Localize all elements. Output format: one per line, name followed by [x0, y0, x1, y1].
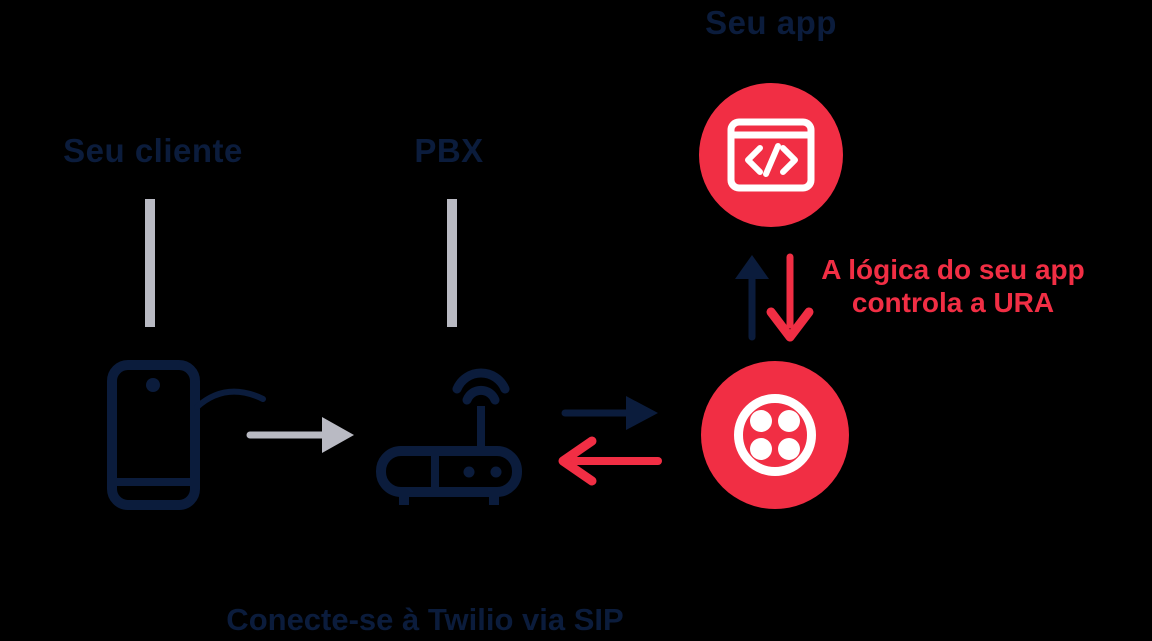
app-label: Seu app — [705, 4, 837, 41]
client-connector-line — [145, 199, 155, 327]
wifi-inner-arc — [462, 385, 500, 405]
arrow-twilio-to-app — [735, 255, 769, 341]
wifi-outer-arc — [452, 368, 510, 394]
arrow-pbx-to-twilio — [561, 396, 658, 430]
pbx-connector-line — [447, 199, 457, 327]
ura-annotation-line2: controla a URA — [851, 287, 1055, 318]
twilio-logo — [701, 361, 849, 509]
sound-wave-arc — [194, 388, 266, 410]
twilio-ring — [734, 394, 816, 476]
code-slash — [763, 143, 781, 177]
router-led-1 — [463, 466, 475, 478]
diagram-caption: Conecte-se à Twilio via SIP — [226, 602, 624, 637]
router-body — [376, 446, 522, 497]
code-chevron-left — [745, 145, 763, 175]
phone-camera-dot — [146, 378, 160, 392]
twilio-dot-tl — [750, 410, 772, 432]
ura-annotation: A lógica do seu app controla a URA — [821, 253, 1084, 319]
code-browser-icon — [699, 83, 843, 227]
arrow-app-to-twilio — [766, 253, 814, 342]
code-chevron-right — [780, 145, 798, 175]
twilio-dot-tr — [778, 410, 800, 432]
twilio-circle — [701, 361, 849, 509]
twilio-dot-bl — [750, 438, 772, 460]
pbx-label: PBX — [414, 132, 484, 169]
twilio-dot-br — [778, 438, 800, 460]
wifi-router-icon — [376, 368, 522, 505]
smartphone-icon — [107, 360, 200, 510]
arrow-twilio-to-pbx — [558, 436, 662, 486]
arrow-client-to-pbx — [246, 417, 354, 453]
client-label: Seu cliente — [63, 132, 243, 169]
router-led-2 — [490, 466, 502, 478]
browser-window — [727, 118, 815, 192]
ura-annotation-line1: A lógica do seu app — [821, 254, 1085, 285]
